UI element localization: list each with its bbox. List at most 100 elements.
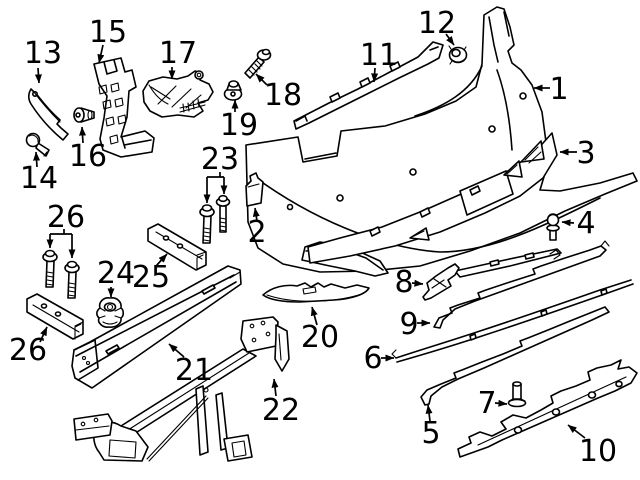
callout-8-arrow xyxy=(411,279,424,287)
callout-22-arrow xyxy=(271,378,279,397)
callout-6: 6 xyxy=(363,341,395,376)
callout-26-bottom-arrow xyxy=(39,326,48,343)
callout-20-label: 20 xyxy=(301,320,339,355)
part-trim-rod-6 xyxy=(391,279,634,363)
callout-24: 24 xyxy=(97,256,135,298)
part-side-support-13 xyxy=(27,88,69,141)
part-flange-nut-12 xyxy=(448,45,468,65)
callout-26-bottom-label: 26 xyxy=(9,333,47,368)
callout-11-arrow xyxy=(371,67,379,83)
part-dome-bolt-4 xyxy=(546,213,560,241)
callout-26-top: 26 xyxy=(46,200,85,259)
callout-1-label: 1 xyxy=(549,72,568,107)
callout-4: 4 xyxy=(561,206,596,241)
part-mounting-rail-26 xyxy=(26,293,84,340)
callout-19-label: 19 xyxy=(220,108,258,143)
callout-21: 21 xyxy=(168,343,213,388)
callout-18-label: 18 xyxy=(264,78,302,113)
part-cone-clip-16 xyxy=(73,107,95,123)
part-trim-strip-5 xyxy=(420,306,610,406)
callout-14-label: 14 xyxy=(20,161,58,196)
callout-23-label: 23 xyxy=(201,142,239,177)
callout-10-arrow xyxy=(567,424,586,439)
callout-5-label: 5 xyxy=(421,416,440,451)
callout-4-arrow xyxy=(561,219,575,227)
part-guide-bracket-17 xyxy=(142,70,214,118)
part-trailer-hitch xyxy=(73,316,290,462)
callout-23-bracket xyxy=(207,172,224,178)
callout-16: 16 xyxy=(69,126,107,174)
part-shoulder-bolt-7 xyxy=(507,381,527,408)
callout-25: 25 xyxy=(132,253,170,295)
callout-17-label: 17 xyxy=(159,36,197,71)
part-impact-bar xyxy=(71,265,242,389)
part-tow-hook-cover xyxy=(245,172,264,207)
callout-3: 3 xyxy=(559,136,596,171)
part-lower-valance-panel xyxy=(307,132,558,264)
part-flange-nut-19 xyxy=(223,80,243,101)
callout-17: 17 xyxy=(159,36,197,80)
callout-8: 8 xyxy=(394,265,424,300)
callout-2: 2 xyxy=(247,207,267,250)
callout-6-label: 6 xyxy=(363,341,382,376)
callout-7-label: 7 xyxy=(477,386,496,421)
callout-25-label: 25 xyxy=(132,260,170,295)
part-side-bracket-15 xyxy=(93,57,155,158)
callout-7-arrow xyxy=(494,399,508,407)
callout-9-label: 9 xyxy=(399,307,418,342)
callout-21-arrow xyxy=(168,343,185,358)
callout-4-label: 4 xyxy=(576,206,595,241)
callout-3-label: 3 xyxy=(576,136,595,171)
callout-10-label: 10 xyxy=(579,434,617,469)
callout-13: 13 xyxy=(24,36,62,84)
callout-9: 9 xyxy=(399,307,431,342)
part-mounting-rail-25 xyxy=(147,223,207,271)
callout-12: 12 xyxy=(418,6,456,46)
callout-20-arrow xyxy=(310,306,318,326)
part-spoiler-strip-20 xyxy=(262,282,370,303)
callout-5: 5 xyxy=(421,404,441,451)
callout-22: 22 xyxy=(262,378,300,428)
callout-14: 14 xyxy=(20,151,58,196)
callout-22-label: 22 xyxy=(262,393,300,428)
part-bolt-pair-26 xyxy=(42,249,80,299)
callout-13-arrow xyxy=(34,67,42,84)
callout-13-label: 13 xyxy=(24,36,62,71)
callout-10: 10 xyxy=(567,424,617,469)
callout-14-arrow xyxy=(33,151,41,168)
part-bolt-18 xyxy=(244,48,272,79)
callout-2-arrow xyxy=(252,207,260,222)
part-bumper-cover xyxy=(245,6,638,277)
callout-12-label: 12 xyxy=(418,6,456,41)
callout-23: 23 xyxy=(201,142,239,204)
callout-21-label: 21 xyxy=(175,353,213,388)
part-skid-plate xyxy=(457,359,638,458)
part-trim-strip-9 xyxy=(433,240,610,329)
callout-18-arrow xyxy=(255,73,268,86)
callout-26-bracket xyxy=(50,229,72,235)
callout-15-label: 15 xyxy=(89,15,127,50)
callout-1: 1 xyxy=(533,72,569,107)
callout-16-label: 16 xyxy=(69,139,107,174)
part-bolt-pair-23 xyxy=(199,194,231,244)
callout-16-arrow xyxy=(79,126,87,144)
part-trim-bracket-8 xyxy=(422,248,562,301)
callout-24-label: 24 xyxy=(97,256,135,291)
callout-15: 15 xyxy=(89,15,127,64)
callout-8-label: 8 xyxy=(394,265,413,300)
part-plastic-nut-24 xyxy=(96,297,125,328)
callout-25-arrow xyxy=(155,253,168,267)
callout-5-arrow xyxy=(425,404,433,422)
callout-12-arrow xyxy=(445,33,455,46)
callout-2-label: 2 xyxy=(247,215,266,250)
callout-19: 19 xyxy=(220,99,258,143)
part-upper-retainer-rail xyxy=(293,41,444,130)
callout-26-top-label: 26 xyxy=(47,200,85,235)
callouts: 1 2 3 4 5 6 7 8 xyxy=(9,6,617,469)
callout-26-bottom: 26 xyxy=(9,326,48,368)
callout-7: 7 xyxy=(477,386,508,421)
callout-11: 11 xyxy=(360,38,398,83)
callout-15-arrow xyxy=(97,44,105,64)
